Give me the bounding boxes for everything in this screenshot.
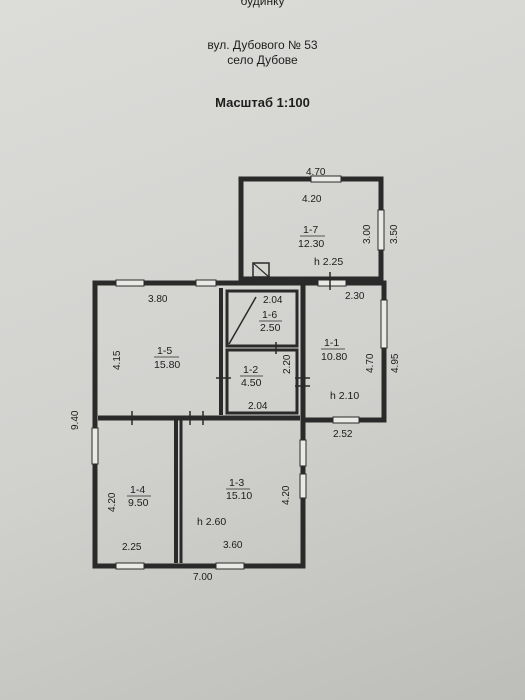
room-1-5-id: 1-5	[157, 345, 172, 357]
dim-r15-width: 3.80	[148, 294, 168, 305]
window	[299, 473, 307, 499]
window	[115, 279, 145, 287]
room-1-6-id: 1-6	[262, 309, 277, 321]
dim-r17-inner-width: 4.20	[302, 194, 322, 205]
dim-r15-depth: 4.15	[112, 350, 123, 370]
dim-r17-outer-width: 4.70	[306, 167, 326, 178]
room-1-7-area: 12.30	[298, 238, 324, 250]
stair-diagonal-1-7	[252, 262, 270, 278]
village-line: село Дубове	[227, 53, 298, 67]
room-1-5-area: 15.80	[154, 359, 180, 371]
dim-total-width: 7.00	[193, 572, 213, 583]
window	[317, 279, 347, 287]
dim-r11-outer-depth: 4.95	[390, 353, 401, 373]
dimension-labels: 4.70 4.20 3.00 3.50 2.04 3.80 4.15 2.30 …	[70, 167, 401, 583]
room-1-4-area: 9.50	[128, 497, 149, 509]
window	[115, 562, 145, 570]
room-1-7-height: h 2.25	[314, 256, 343, 268]
dim-r11-outer-width: 2.52	[333, 429, 353, 440]
room-1-7-id: 1-7	[303, 224, 318, 236]
dim-r17-inner-depth: 3.00	[362, 224, 373, 244]
dim-r11-width: 2.30	[345, 291, 365, 302]
dim-r16-width: 2.04	[263, 295, 283, 306]
dim-r13-width: 3.60	[223, 540, 243, 551]
room-1-3-height: h 2.60	[197, 516, 226, 528]
room-1-2-area: 4.50	[241, 377, 262, 389]
scale-label: Масштаб 1:100	[215, 95, 310, 110]
stair-diagonal-1-6	[228, 296, 257, 345]
window	[377, 209, 385, 251]
dim-r12-depth: 2.20	[282, 354, 293, 374]
room-1-2-id: 1-2	[243, 364, 258, 376]
window	[310, 175, 342, 183]
window	[215, 562, 245, 570]
window	[195, 279, 217, 287]
dim-r14-depth: 4.20	[107, 492, 118, 512]
dim-r17-outer-depth: 3.50	[389, 224, 400, 244]
windows	[91, 175, 388, 570]
room-labels: 1-7 12.30 h 2.25 1-6 2.50 1-5 15.80 1-2 …	[127, 224, 359, 528]
window	[299, 439, 307, 467]
room-1-6-area: 2.50	[260, 322, 281, 334]
dim-r11-depth: 4.70	[365, 353, 376, 373]
room-1-3-id: 1-3	[229, 477, 244, 489]
dim-total-depth: 9.40	[70, 410, 81, 430]
room-1-4-id: 1-4	[130, 484, 145, 496]
room-1-3-area: 15.10	[226, 490, 252, 502]
window	[332, 416, 360, 424]
window	[380, 299, 388, 349]
document-title-fragment: будинку	[240, 0, 285, 8]
dim-r12-width: 2.04	[248, 401, 268, 412]
room-1-1-area: 10.80	[321, 351, 347, 363]
dim-r13-depth: 4.20	[281, 485, 292, 505]
address-line: вул. Дубового № 53	[207, 38, 318, 52]
room-1-2-walls	[225, 348, 299, 415]
room-1-1-id: 1-1	[324, 337, 339, 349]
window	[91, 427, 99, 465]
dim-r14-width: 2.25	[122, 542, 142, 553]
door-ticks	[131, 272, 331, 425]
room-1-1-height: h 2.10	[330, 390, 359, 402]
stair-box-1-7	[252, 262, 270, 278]
room-1-6-walls	[225, 289, 299, 348]
